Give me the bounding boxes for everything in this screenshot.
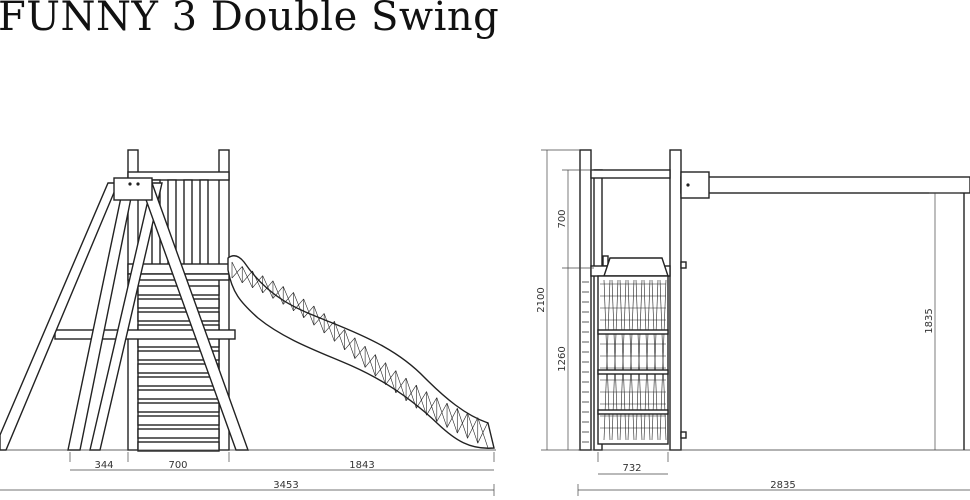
a-frame-leg-far	[0, 182, 120, 451]
dimension-1835: 1835	[924, 308, 935, 333]
dimension-2835: 2835	[770, 480, 795, 491]
front-dimensions: 344 700 1843 3453	[0, 452, 495, 496]
dimension-1843: 1843	[349, 460, 374, 471]
tower-top-rail	[127, 171, 230, 181]
slide-entry	[603, 257, 669, 277]
dimension-700-vertical: 700	[557, 209, 568, 228]
swing-beam	[680, 176, 970, 194]
side-post-right	[669, 149, 682, 451]
slide-front-mesh	[597, 279, 669, 441]
dimension-700: 700	[168, 460, 187, 471]
dimension-344: 344	[94, 460, 113, 471]
dimension-732: 732	[622, 463, 641, 474]
side-view	[578, 149, 970, 451]
slide-mesh	[231, 261, 489, 449]
slide	[227, 255, 495, 449]
side-wall-steps	[582, 281, 589, 443]
dimension-3453: 3453	[273, 480, 298, 491]
side-post-left	[579, 149, 592, 451]
dimension-1260: 1260	[557, 346, 568, 371]
front-view	[0, 149, 496, 452]
dimension-2100: 2100	[536, 287, 547, 312]
a-frame-top-bracket	[113, 177, 153, 201]
side-dimensions: 2100 700 1260 1835 732 2835	[536, 149, 970, 496]
page-title: FUNNY 3 Double Swing	[0, 0, 500, 40]
